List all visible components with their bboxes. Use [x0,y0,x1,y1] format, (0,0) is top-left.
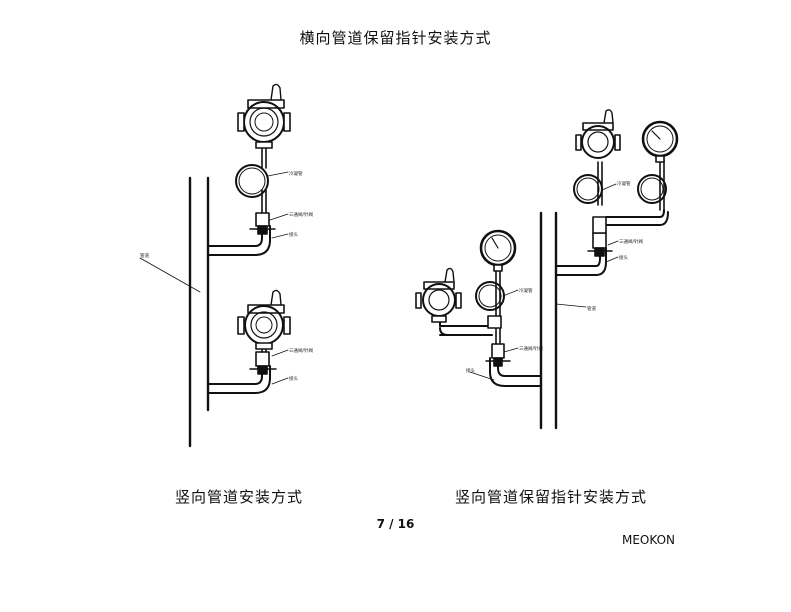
label-joint-c: 接头 [619,254,628,261]
label-pipe-c: 管道 [587,305,596,312]
upper-gauge-assembly [555,109,679,276]
label-joint-b: 接头 [289,375,298,382]
section-title: 横向管道保留指针安装方式 [299,29,492,47]
lower-transmitter-assembly [207,289,291,394]
left-diagram [139,83,291,448]
upper-transmitter-assembly [207,83,291,256]
label-coil-d: 冷凝管 [519,287,533,294]
label-valve-c: 三通阀/针阀 [619,238,644,245]
label-valve-a: 三通阀/针阀 [289,211,314,218]
label-valve-d: 三通阀/针阀 [519,345,544,352]
page-number: 7 / 16 [376,517,415,531]
label-coil-c: 冷凝管 [617,180,631,187]
lower-gauge-assembly [415,229,542,387]
label-valve-b: 三通阀/针阀 [289,347,314,354]
label-coil-a: 冷凝管 [289,170,303,177]
label-joint-a: 接头 [289,231,298,238]
caption-right: 竖向管道保留指针安装方式 [455,488,648,506]
right-diagram [415,109,679,430]
caption-left: 竖向管道安装方式 [175,488,304,506]
label-pipe-d: 接头 [466,367,475,374]
brand-name: MEOKON [622,533,676,547]
label-pipe-a: 管道 [140,252,149,259]
